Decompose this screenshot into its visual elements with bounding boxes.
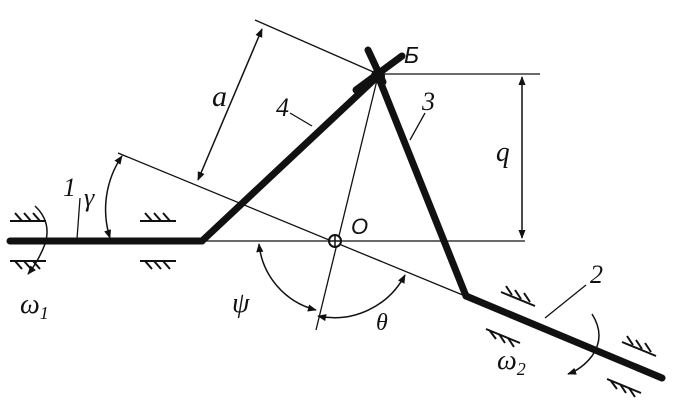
bearing-supports <box>10 212 657 398</box>
dimension-a-extension-line <box>254 19 379 75</box>
label-angle-theta: θ <box>376 310 388 336</box>
dimension-arrows <box>27 28 600 375</box>
bearing-shaft1-right-bottom <box>140 260 176 270</box>
center-point-o <box>328 234 342 248</box>
label-point-b: Б <box>404 42 419 68</box>
link-3 <box>374 72 470 300</box>
label-link-4: 4 <box>276 93 289 122</box>
link-4 <box>198 72 382 245</box>
label-omega-2: ω2 <box>497 345 526 379</box>
angle-gamma-arc <box>104 155 123 239</box>
angle-psi-arc <box>256 243 317 312</box>
joint-axis-line <box>315 75 379 331</box>
label-shaft-1: 1 <box>63 173 76 202</box>
inclined-axis-line <box>117 152 471 299</box>
label-link-3: 3 <box>421 87 435 116</box>
links <box>6 46 666 382</box>
leader-2 <box>544 284 587 319</box>
label-omega-1: ω1 <box>20 289 49 323</box>
leader-1 <box>76 197 81 240</box>
angle-theta-arc <box>317 274 406 322</box>
joint-b <box>371 69 385 83</box>
bearing-shaft2-left-bottom <box>485 328 521 348</box>
bearing-shaft1-left-top <box>10 212 46 222</box>
label-shaft-2: 2 <box>590 260 603 289</box>
dimension-a-arrow <box>197 28 263 181</box>
label-point-o: O <box>351 214 368 239</box>
leader-4 <box>289 112 313 127</box>
bearing-shaft2-left-top <box>500 285 536 307</box>
label-dimension-a: a <box>212 80 227 113</box>
bearing-shaft2-right-top <box>621 335 657 357</box>
shaft-2 <box>462 292 666 382</box>
leader-lines <box>76 112 587 319</box>
bearing-shaft1-right-top <box>140 212 176 222</box>
omega2-rotation-arrow <box>567 313 600 375</box>
bearing-shaft1-left-bottom <box>10 260 46 270</box>
label-dimension-b: b <box>496 141 510 172</box>
construction-lines <box>117 19 540 331</box>
label-angle-psi: ψ <box>232 288 250 319</box>
leader-3 <box>409 112 426 141</box>
label-angle-gamma: γ <box>84 183 95 212</box>
bearing-shaft2-right-bottom <box>606 378 642 398</box>
